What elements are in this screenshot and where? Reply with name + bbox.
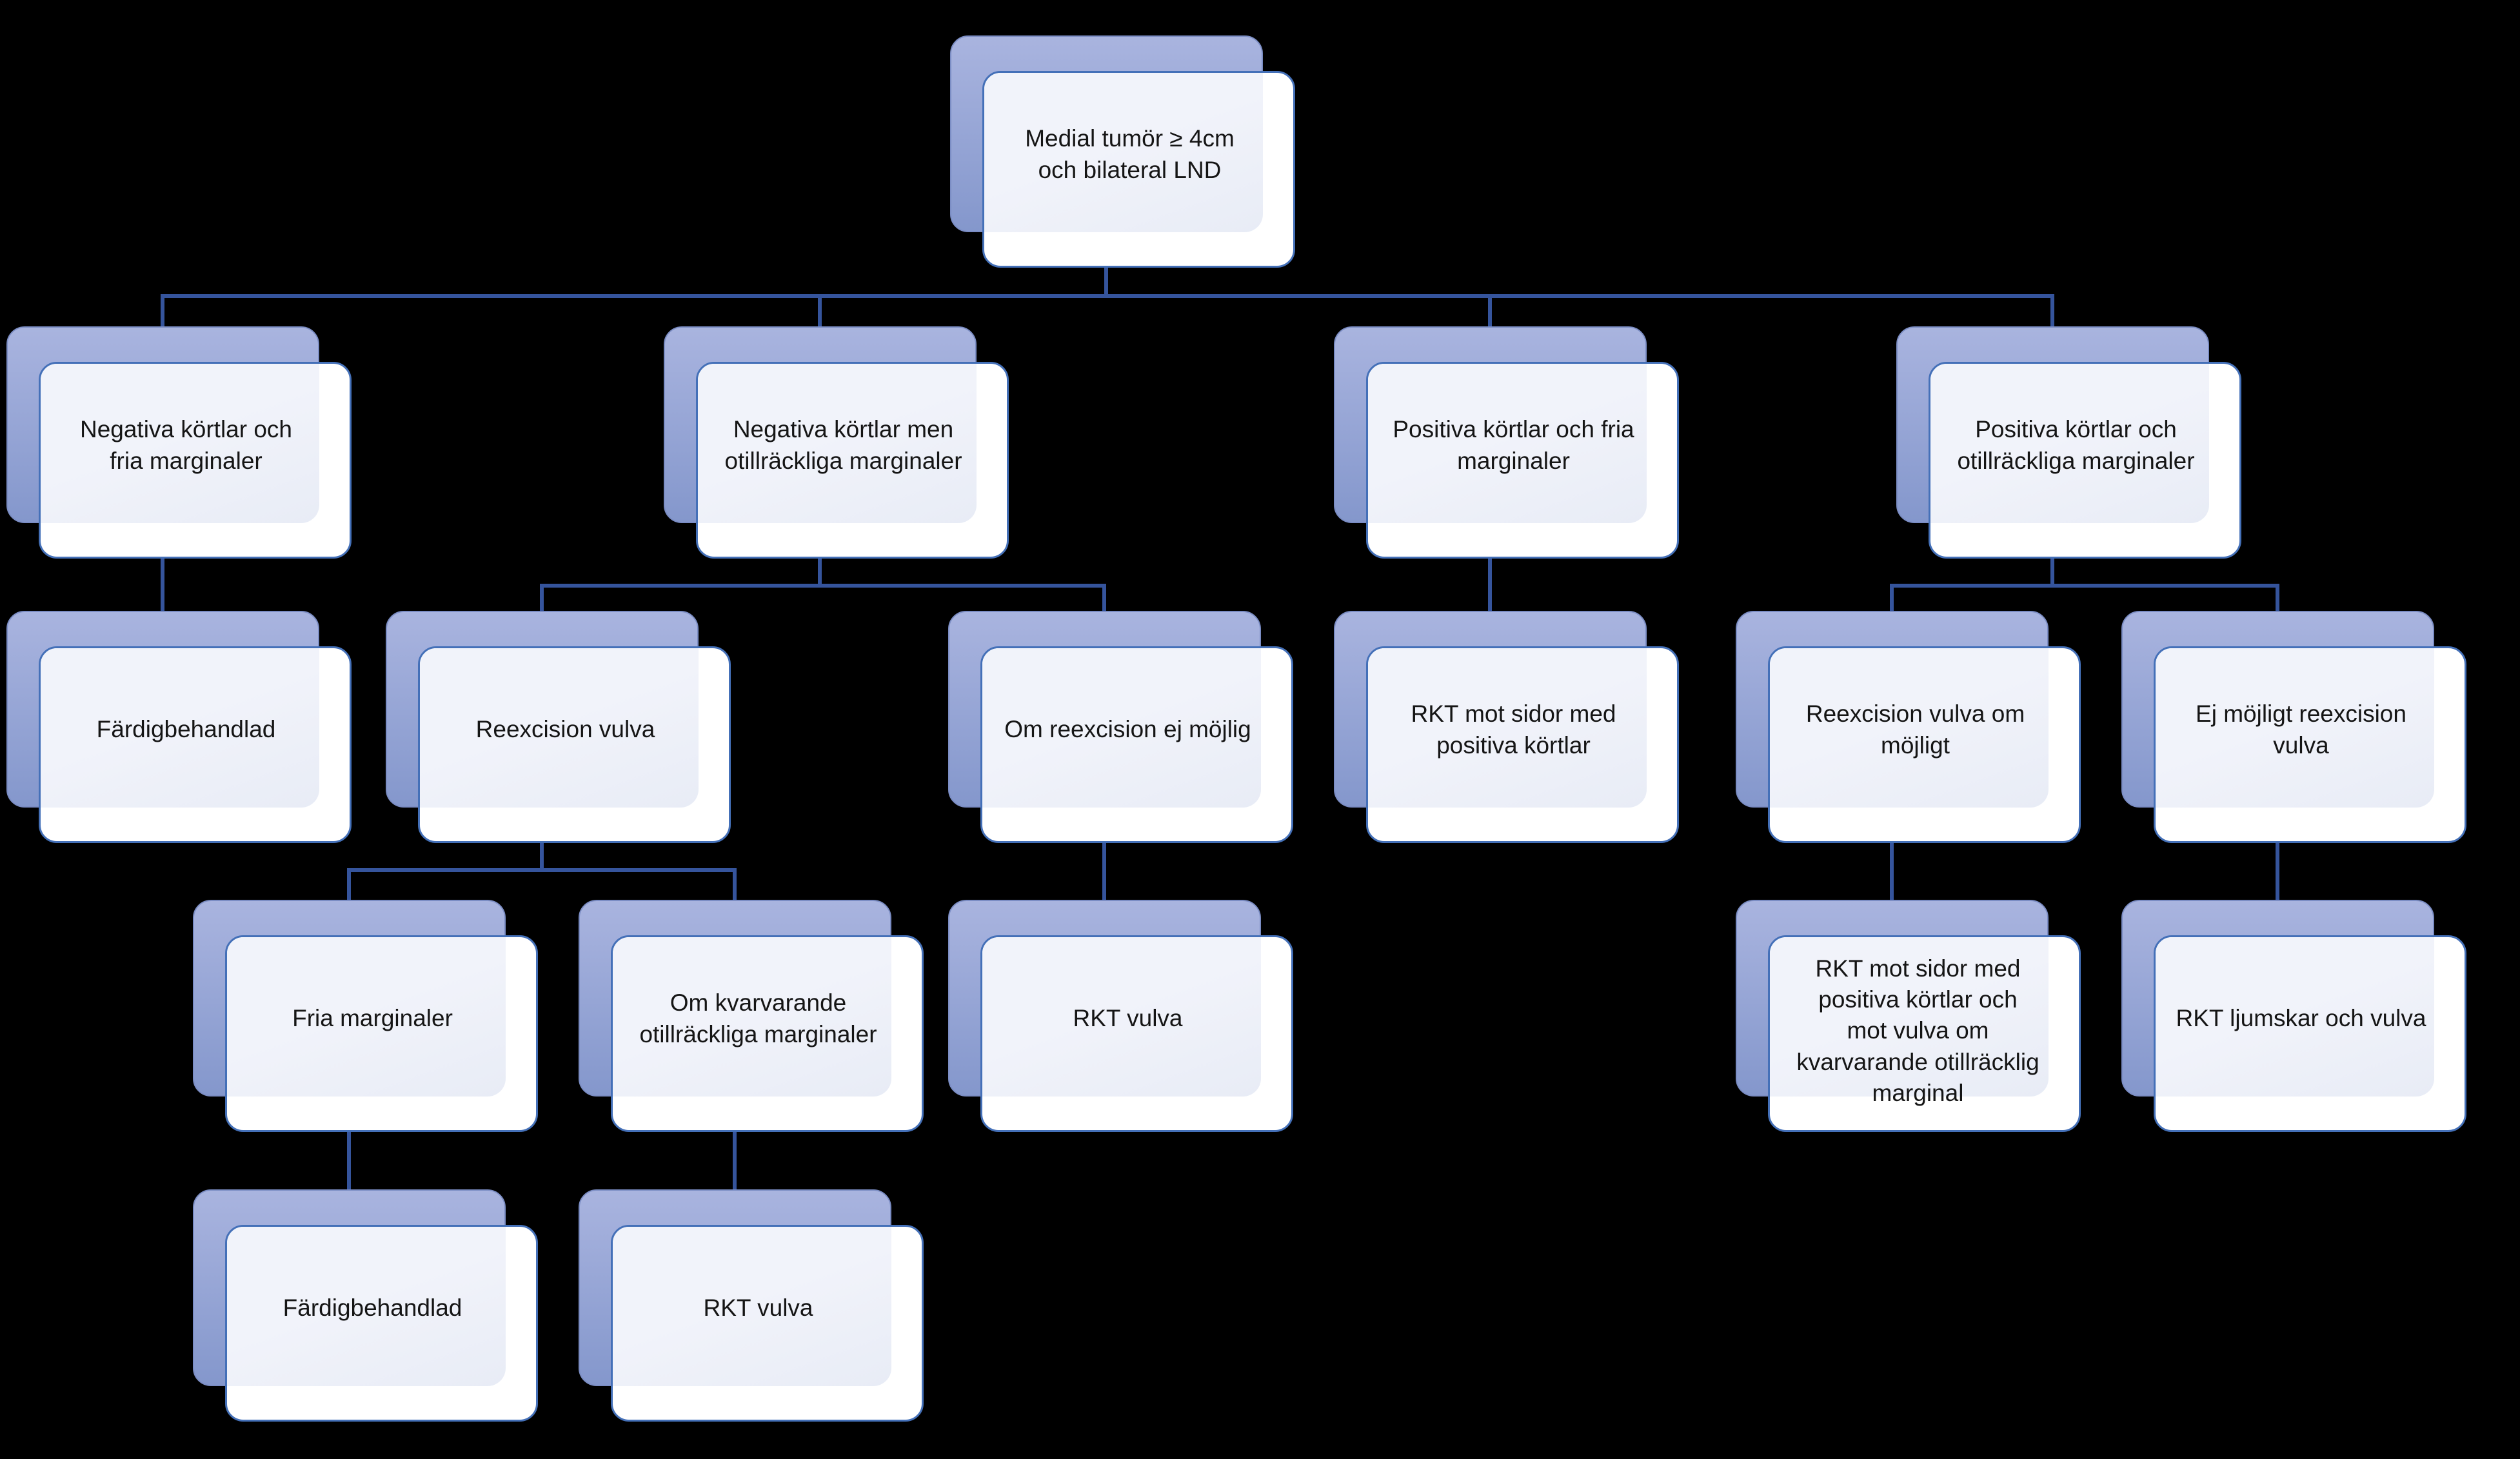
connector-ejmojligt-to-rkt-ljumskar bbox=[2276, 843, 2279, 902]
node-front-panel: RKT mot sidor med positiva körtlar bbox=[1366, 646, 1679, 843]
node-front-panel: RKT vulva bbox=[980, 935, 1293, 1132]
node-label: Ej möjligt reexcision vulva bbox=[2196, 700, 2406, 759]
node-rkt-vulva-2: RKT vulva bbox=[579, 1189, 924, 1422]
node-label: Om kvarvarande otillräckliga marginaler bbox=[639, 989, 877, 1047]
connector-drop-pos-otillrackliga bbox=[2050, 294, 2054, 329]
node-label: Fria marginaler bbox=[292, 1005, 453, 1032]
connector-posotillr-bus bbox=[1890, 584, 2279, 588]
connector-drop-om-reexcision-ej-mojlig bbox=[1102, 584, 1106, 613]
node-front-panel: RKT ljumskar och vulva bbox=[2154, 935, 2466, 1132]
connector-omreexcision-to-rkt-vulva bbox=[1102, 843, 1106, 902]
connector-drop-fria-marginaler bbox=[347, 868, 351, 902]
node-label: RKT ljumskar och vulva bbox=[2176, 1005, 2426, 1032]
node-front-panel: Färdigbehandlad bbox=[39, 646, 352, 843]
node-front-panel: Medial tumör ≥ 4cm och bilateral LND bbox=[982, 71, 1295, 268]
node-rkt-vulva-1: RKT vulva bbox=[948, 900, 1293, 1132]
node-label: Färdigbehandlad bbox=[96, 716, 276, 743]
node-front-panel: Ej möjligt reexcision vulva bbox=[2154, 646, 2466, 843]
connector-reexcision-stem bbox=[540, 843, 544, 872]
node-rkt-sidor-vulva-kvarvarande-marginal: RKT mot sidor med positiva körtlar och m… bbox=[1736, 900, 2081, 1132]
node-fria-marginaler: Fria marginaler bbox=[193, 900, 538, 1132]
connector-level2-bus bbox=[161, 294, 2054, 298]
node-om-kvarvarande-otillrackliga-marginaler: Om kvarvarande otillräckliga marginaler bbox=[579, 900, 924, 1132]
connector-reexcision-bus bbox=[347, 868, 737, 872]
connector-drop-neg-otillrackliga bbox=[818, 294, 822, 329]
node-front-panel: Reexcision vulva bbox=[418, 646, 731, 843]
connector-friamarg-to-fardigbehandlad bbox=[347, 1132, 351, 1192]
node-front-panel: Negativa körtlar och fria marginaler bbox=[39, 362, 352, 559]
connector-drop-ej-mojligt-reexcision bbox=[2276, 584, 2279, 613]
node-label: Reexcision vulva om möjligt bbox=[1805, 700, 2025, 759]
node-label: Reexcision vulva bbox=[475, 716, 655, 743]
node-positiva-kortlar-fria-marginaler: Positiva körtlar och fria marginaler bbox=[1334, 326, 1679, 559]
connector-negotillr-bus bbox=[540, 584, 1106, 588]
connector-drop-reexcision-om-mojligt bbox=[1890, 584, 1894, 613]
node-reexcision-vulva-om-mojligt: Reexcision vulva om möjligt bbox=[1736, 611, 2081, 843]
node-label: Positiva körtlar och otillräckliga margi… bbox=[1957, 416, 2195, 474]
connector-reexcisionom-to-rkt-sidor-vulva bbox=[1890, 843, 1894, 902]
node-front-panel: Reexcision vulva om möjligt bbox=[1768, 646, 2081, 843]
node-label: Färdigbehandlad bbox=[283, 1295, 462, 1322]
node-label: Medial tumör ≥ 4cm och bilateral LND bbox=[1025, 125, 1235, 183]
node-reexcision-vulva: Reexcision vulva bbox=[386, 611, 731, 843]
connector-drop-reexcision-vulva bbox=[540, 584, 544, 613]
connector-posotillr-stem bbox=[2050, 559, 2054, 588]
node-ej-mojligt-reexcision-vulva: Ej möjligt reexcision vulva bbox=[2121, 611, 2466, 843]
node-front-panel: Negativa körtlar men otillräckliga margi… bbox=[696, 362, 1009, 559]
node-front-panel: Om kvarvarande otillräckliga marginaler bbox=[611, 935, 924, 1132]
connector-root-stem bbox=[1104, 268, 1108, 298]
node-label: Om reexcision ej möjlig bbox=[1004, 716, 1251, 743]
node-front-panel: Positiva körtlar och otillräckliga margi… bbox=[1929, 362, 2241, 559]
node-front-panel: Om reexcision ej möjlig bbox=[980, 646, 1293, 843]
node-medial-tumor-4cm-bilateral-lnd: Medial tumör ≥ 4cm och bilateral LND bbox=[950, 35, 1295, 268]
node-front-panel: Positiva körtlar och fria marginaler bbox=[1366, 362, 1679, 559]
node-positiva-kortlar-otillrackliga-marginaler: Positiva körtlar och otillräckliga margi… bbox=[1896, 326, 2241, 559]
connector-omkvarvarande-to-rkt-vulva bbox=[733, 1132, 737, 1192]
node-front-panel: RKT mot sidor med positiva körtlar och m… bbox=[1768, 935, 2081, 1132]
node-label: RKT mot sidor med positiva körtlar bbox=[1411, 700, 1616, 759]
connector-negfria-to-fardigbehandlad bbox=[161, 559, 164, 613]
connector-negotillr-stem bbox=[818, 559, 822, 588]
node-fardigbehandlad-1: Färdigbehandlad bbox=[6, 611, 352, 843]
node-om-reexcision-ej-mojlig: Om reexcision ej möjlig bbox=[948, 611, 1293, 843]
connector-drop-pos-fria bbox=[1488, 294, 1492, 329]
connector-drop-neg-fria bbox=[161, 294, 164, 329]
node-negativa-kortlar-otillrackliga-marginaler: Negativa körtlar men otillräckliga margi… bbox=[664, 326, 1009, 559]
node-label: Negativa körtlar men otillräckliga margi… bbox=[724, 416, 962, 474]
connector-posfria-to-rkt-mot-sidor bbox=[1488, 559, 1492, 613]
node-label: Negativa körtlar och fria marginaler bbox=[79, 416, 293, 474]
node-rkt-ljumskar-och-vulva: RKT ljumskar och vulva bbox=[2121, 900, 2466, 1132]
node-negativa-kortlar-fria-marginaler: Negativa körtlar och fria marginaler bbox=[6, 326, 352, 559]
node-label: RKT mot sidor med positiva körtlar och m… bbox=[1796, 955, 2039, 1106]
node-front-panel: Fria marginaler bbox=[225, 935, 538, 1132]
node-front-panel: RKT vulva bbox=[611, 1225, 924, 1422]
node-rkt-mot-sidor-positiva-kortlar: RKT mot sidor med positiva körtlar bbox=[1334, 611, 1679, 843]
node-label: RKT vulva bbox=[1073, 1005, 1183, 1032]
node-front-panel: Färdigbehandlad bbox=[225, 1225, 538, 1422]
connector-drop-om-kvarvarande bbox=[733, 868, 737, 902]
node-fardigbehandlad-2: Färdigbehandlad bbox=[193, 1189, 538, 1422]
node-label: RKT vulva bbox=[703, 1295, 813, 1322]
node-label: Positiva körtlar och fria marginaler bbox=[1393, 416, 1634, 474]
